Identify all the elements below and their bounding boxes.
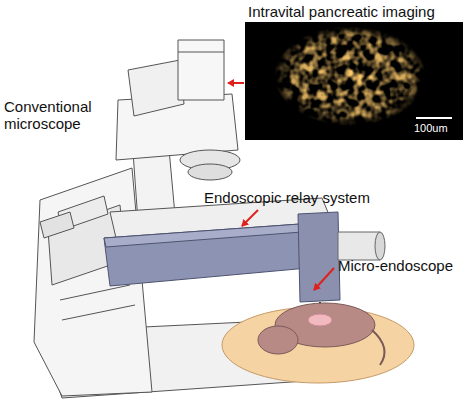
part-label: Micro-endoscope — [338, 257, 453, 274]
leader-arrows — [228, 83, 334, 290]
scale-label: 100um — [414, 122, 448, 135]
scale-bar — [416, 117, 452, 119]
image-title: Intravital pancreatic imaging — [248, 3, 435, 20]
part-label: Endoscopic relay system — [204, 189, 370, 206]
fluorescence-image — [245, 22, 463, 140]
mouse-on-plate — [222, 303, 414, 383]
part-label: Conventional microscope — [4, 98, 116, 133]
pancreas-signal — [274, 26, 426, 126]
